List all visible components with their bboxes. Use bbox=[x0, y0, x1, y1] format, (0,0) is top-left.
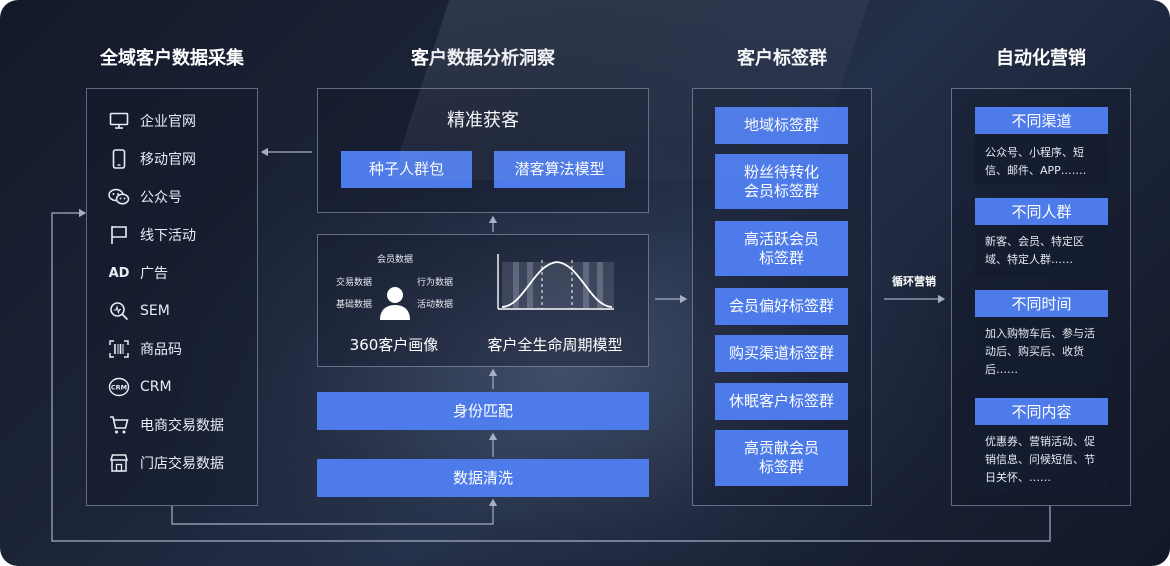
source-label: 电商交易数据 bbox=[140, 418, 224, 434]
loop-back-line bbox=[51, 208, 1051, 542]
source-label: 门店交易数据 bbox=[140, 456, 224, 472]
marketing-channel-head: 不同渠道 bbox=[975, 107, 1108, 134]
search-icon bbox=[108, 300, 130, 322]
source-item: SEM bbox=[108, 300, 170, 322]
source-item: 线下活动 bbox=[108, 224, 196, 246]
source-label: 线下活动 bbox=[140, 228, 196, 244]
source-label: 企业官网 bbox=[140, 114, 196, 130]
monitor-icon bbox=[108, 110, 130, 132]
wechat-icon bbox=[108, 186, 130, 208]
precise-acquisition-title: 精准获客 bbox=[447, 110, 519, 131]
portrait-label-member: 会员数据 bbox=[377, 255, 414, 265]
svg-text:CRM: CRM bbox=[111, 384, 127, 392]
tag-group: 高活跃会员 标签群 bbox=[715, 221, 848, 276]
source-item: 移动官网 bbox=[108, 148, 196, 170]
source-item: 电商交易数据 bbox=[108, 414, 224, 436]
marketing-time-head: 不同时间 bbox=[975, 290, 1108, 317]
marketing-content-head: 不同内容 bbox=[975, 398, 1108, 425]
portrait-label-activity: 活动数据 bbox=[417, 300, 454, 310]
ad-icon: AD bbox=[108, 265, 130, 281]
source-label: 商品码 bbox=[140, 342, 182, 358]
loop-marketing-label: 循环营销 bbox=[892, 275, 936, 288]
source-item: CRM CRM bbox=[108, 376, 172, 398]
source-label: 移动官网 bbox=[140, 152, 196, 168]
column-title-analyze: 客户数据分析洞察 bbox=[411, 48, 555, 69]
tag-group: 会员偏好标签群 bbox=[715, 288, 848, 325]
source-item: 公众号 bbox=[108, 186, 182, 208]
marketing-content-body: 优惠券、营销活动、促销信息、问候短信、节日关怀、…… bbox=[975, 425, 1108, 493]
column-title-tags: 客户标签群 bbox=[737, 48, 827, 69]
source-item: 门店交易数据 bbox=[108, 452, 224, 474]
marketing-channel-body: 公众号、小程序、短信、邮件、APP……. bbox=[975, 134, 1108, 184]
cart-icon bbox=[108, 414, 130, 436]
person-icon bbox=[378, 285, 412, 325]
source-item: 企业官网 bbox=[108, 110, 196, 132]
marketing-time-body: 加入购物车后、参与活动后、购买后、收货后…… bbox=[975, 317, 1108, 385]
lifecycle-caption: 客户全生命周期模型 bbox=[487, 336, 623, 354]
tag-group: 休眠客户标签群 bbox=[715, 383, 848, 420]
source-label: 广告 bbox=[140, 266, 168, 282]
source-label: CRM bbox=[140, 379, 172, 395]
crm-icon: CRM bbox=[108, 376, 130, 398]
prospect-model-button: 潜客算法模型 bbox=[494, 151, 625, 188]
column-title-collect: 全域客户数据采集 bbox=[100, 48, 244, 69]
sources-to-cleaning-line bbox=[171, 498, 498, 525]
marketing-crowd-body: 新客、会员、特定区域、特定人群…… bbox=[975, 225, 1108, 277]
flag-icon bbox=[108, 224, 130, 246]
portrait-label-trade: 交易数据 bbox=[336, 278, 373, 288]
barcode-icon bbox=[108, 338, 130, 360]
identity-match-button: 身份匹配 bbox=[317, 392, 649, 430]
mobile-icon bbox=[108, 148, 130, 170]
source-label: SEM bbox=[140, 303, 170, 319]
tag-group: 地域标签群 bbox=[715, 107, 848, 144]
tag-group: 购买渠道标签群 bbox=[715, 335, 848, 372]
source-label: 公众号 bbox=[140, 190, 182, 206]
portrait-caption: 360客户画像 bbox=[349, 336, 439, 354]
source-item: AD 广告 bbox=[108, 262, 168, 284]
store-icon bbox=[108, 452, 130, 474]
portrait-label-basic: 基础数据 bbox=[336, 300, 373, 310]
lifecycle-curve-icon bbox=[494, 254, 618, 318]
marketing-crowd-head: 不同人群 bbox=[975, 198, 1108, 225]
sources-panel bbox=[86, 88, 258, 506]
seed-crowd-button: 种子人群包 bbox=[341, 151, 472, 188]
column-title-marketing: 自动化营销 bbox=[996, 48, 1086, 69]
portrait-lifecycle-panel bbox=[317, 234, 649, 367]
portrait-label-behavior: 行为数据 bbox=[417, 278, 454, 288]
data-cleaning-button: 数据清洗 bbox=[317, 459, 649, 497]
tag-group: 粉丝待转化 会员标签群 bbox=[715, 154, 848, 209]
source-item: 商品码 bbox=[108, 338, 182, 360]
tag-group: 高贡献会员 标签群 bbox=[715, 430, 848, 486]
